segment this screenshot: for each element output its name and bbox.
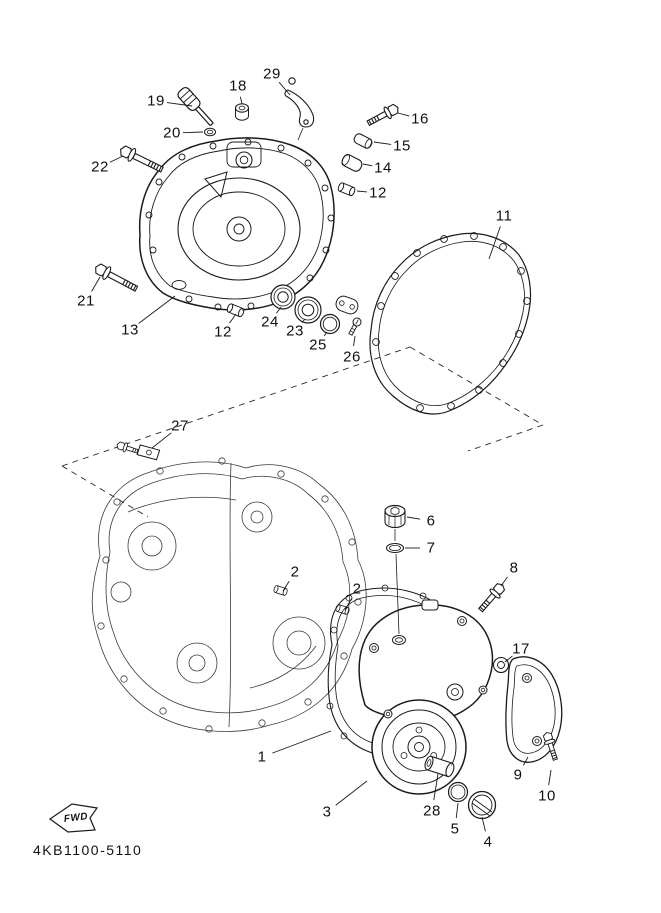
part-19-oil-level-gauge	[177, 86, 214, 127]
part-5-o-ring	[447, 781, 469, 803]
part-17-collar	[492, 656, 510, 674]
part-18-grommet	[234, 103, 250, 121]
part-11-cover-gasket	[369, 232, 532, 415]
part-14-cap	[341, 153, 363, 172]
part-16-bolt	[364, 101, 402, 130]
part-15-cap	[353, 133, 373, 149]
part-23-oil-seal	[294, 296, 322, 324]
part-20-gauge-gasket	[204, 127, 216, 137]
part-8-bolt	[475, 580, 508, 615]
part-27-clamp-bolt	[115, 439, 161, 461]
part-12-dowel-pin-upper	[336, 181, 357, 197]
assembly-reference-dashed-lines	[61, 346, 544, 518]
part-29-breather-bracket	[284, 77, 315, 141]
part-6-oil-filler-plug	[384, 504, 406, 529]
part-7-o-ring	[385, 542, 405, 554]
callout-leader-lines	[91, 82, 552, 832]
part-28-collar	[424, 755, 455, 778]
part-26-retainer-and-screw	[335, 295, 362, 336]
part-25-o-ring	[319, 313, 341, 335]
part-24-oil-seal	[270, 284, 296, 310]
part-4-crankcase-plug	[467, 790, 497, 820]
part-22-bolt	[116, 142, 166, 177]
drawing-code: 4KB1100-5110	[33, 842, 143, 858]
fwd-arrow-badge	[48, 803, 99, 833]
part-13-crankcase-cover-1	[138, 137, 335, 311]
part-crankcase-assembly	[91, 457, 367, 733]
